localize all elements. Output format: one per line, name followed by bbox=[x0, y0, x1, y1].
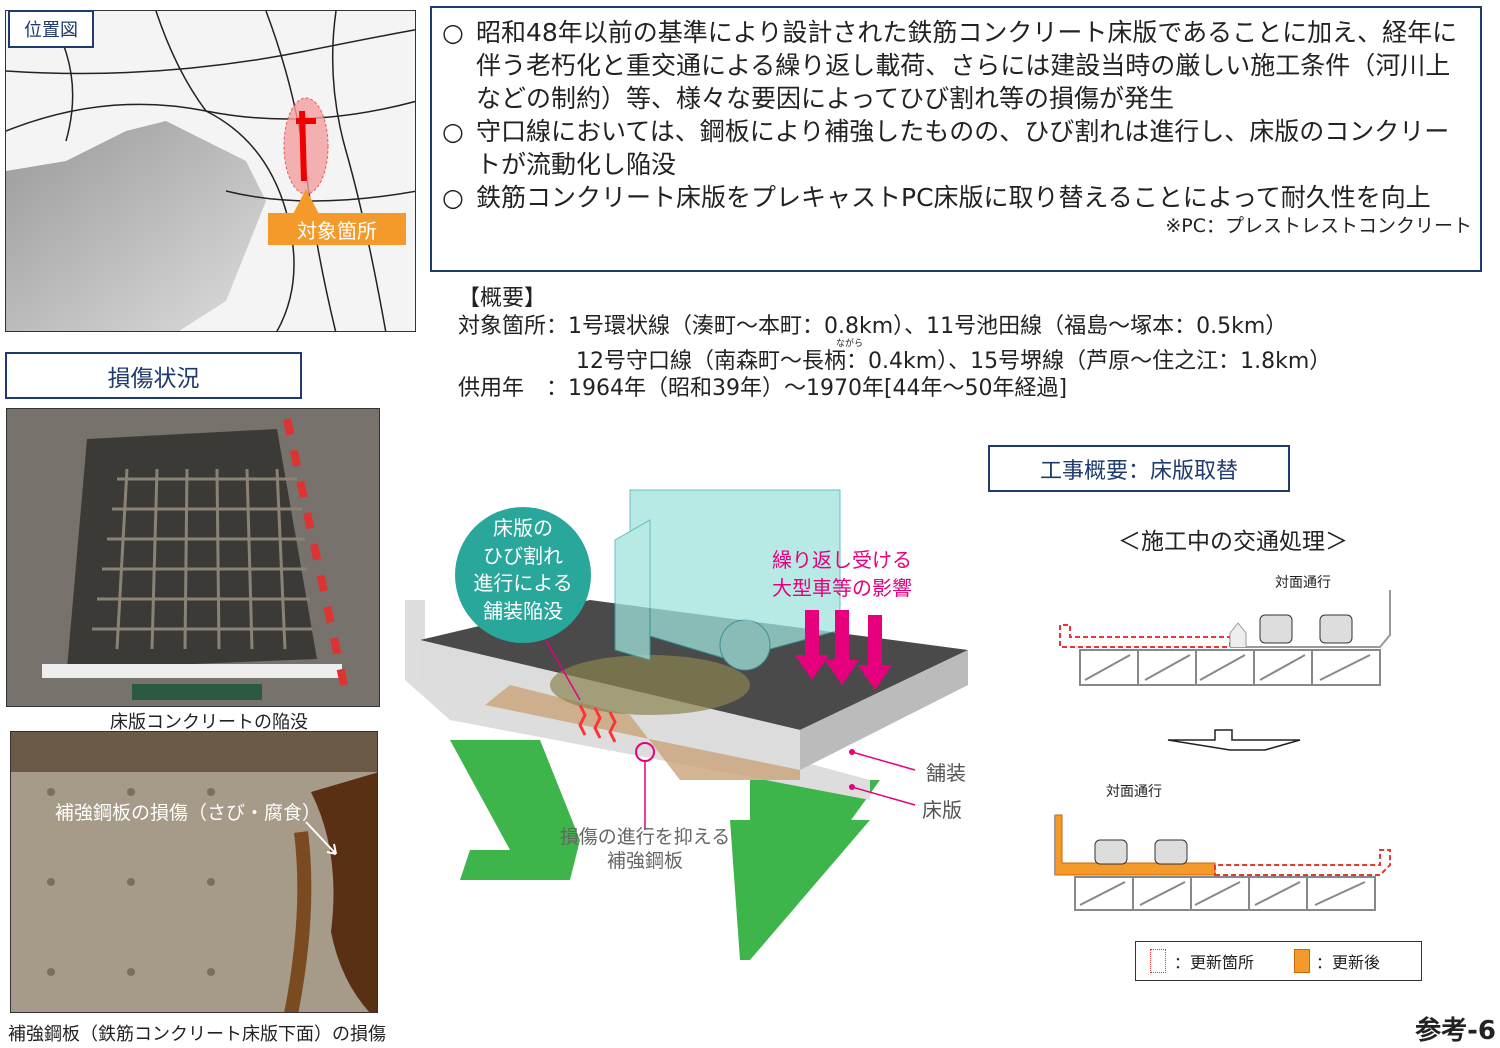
page-label: 参考-6 bbox=[1415, 1016, 1496, 1046]
load-arrows bbox=[795, 610, 892, 690]
traffic-label-before: 対面通行 bbox=[1275, 575, 1331, 591]
truck-illustration bbox=[614, 489, 841, 671]
bullet-mark: ○ bbox=[442, 183, 464, 212]
bullet-text: 鉄筋コンクリート床版をプレキャストPC床版に取り替えることによって耐久性を向上 bbox=[476, 183, 1431, 212]
legend-renew-area-label: ：更新箇所 bbox=[1174, 953, 1255, 972]
pc-note: ※PC：プレストレストコンクリート bbox=[1165, 215, 1472, 237]
slab-label: 床版 bbox=[922, 798, 962, 822]
cross-section-diagram bbox=[1054, 590, 1391, 911]
legend-renewed-label: ：更新後 bbox=[1316, 953, 1381, 972]
girder-right bbox=[730, 780, 880, 960]
legend-renewed-swatch bbox=[1294, 949, 1311, 973]
overview-heading: 【概要】 bbox=[458, 286, 547, 311]
load-label: 繰り返し受ける 大型車等の影響 bbox=[772, 548, 912, 600]
photo1-caption: 床版コンクリートの陥没 bbox=[110, 712, 308, 733]
steel-plate-photo-graphic bbox=[11, 732, 377, 1012]
work-title: 工事概要：床版取替 bbox=[988, 445, 1290, 492]
traffic-label-after: 対面通行 bbox=[1106, 784, 1162, 800]
summary-bullet: ○ 鉄筋コンクリート床版をプレキャストPC床版に取り替えることによって耐久性を向上 bbox=[442, 181, 1472, 214]
after-section bbox=[1054, 814, 1391, 911]
girder-left bbox=[450, 740, 580, 880]
pavement-label: 舗装 bbox=[926, 761, 966, 785]
target-location-label: 対象箇所 bbox=[268, 213, 406, 245]
bullet-mark: ○ bbox=[442, 117, 464, 146]
ruby-text: ながら bbox=[836, 339, 864, 349]
overview-line-wrap: 12号守口線（南森町～長柄：0.4km）、15号堺線（芦原～住之江：1.8km） bbox=[458, 349, 1331, 374]
bullet-mark: ○ bbox=[442, 18, 464, 47]
damage-title: 損傷状況 bbox=[5, 352, 302, 399]
bullet-text: 守口線においては、鋼板により補強したものの、ひび割れは進行し、床版のコンクリート… bbox=[476, 117, 1450, 179]
overview-line: 供用年 ：1964年（昭和39年）～1970年[44年～50年経過] bbox=[458, 376, 1068, 401]
steel-plate-label: 損傷の進行を抑える 補強鋼板 bbox=[559, 826, 731, 872]
legend-renew-area-swatch bbox=[1150, 949, 1166, 973]
collapse-photo bbox=[6, 408, 380, 707]
summary-bullet: ○ 守口線においては、鋼板により補強したものの、ひび割れは進行し、床版のコンクリー… bbox=[442, 115, 1472, 181]
overview-line: 12号守口線（南森町～長柄：0.4km）、15号堺線（芦原～住之江：1.8km） bbox=[576, 349, 1332, 374]
collapse-photo-graphic bbox=[7, 409, 379, 706]
crack-icon bbox=[578, 704, 617, 743]
location-map bbox=[5, 10, 416, 332]
overview-line: 対象箇所：1号環状線（湊町～本町：0.8km）、11号池田線（福島～塚本：0.5… bbox=[458, 314, 1288, 339]
ruby-row: ながら bbox=[458, 339, 1331, 349]
map-graphic bbox=[6, 11, 415, 331]
summary-box: ○ 昭和48年以前の基準により設計された鉄筋コンクリート床版であることに加え、経年… bbox=[430, 6, 1482, 272]
map-label: 位置図 bbox=[8, 10, 94, 48]
overview: 【概要】 対象箇所：1号環状線（湊町～本町：0.8km）、11号池田線（福島～塚… bbox=[458, 284, 1331, 404]
callout-text: 床版の ひび割れ 進行による 舗装陥没 bbox=[473, 516, 573, 623]
photo2-overlay-text: 補強鋼板の損傷（さび・腐食） bbox=[55, 802, 322, 824]
summary-bullet: ○ 昭和48年以前の基準により設計された鉄筋コンクリート床版であることに加え、経年… bbox=[442, 16, 1472, 115]
photo2-caption: 補強鋼板（鉄筋コンクリート床版下面）の損傷 bbox=[8, 1024, 386, 1045]
deck-diagram bbox=[405, 489, 968, 960]
down-arrow-icon bbox=[1167, 729, 1301, 751]
steel-plate-photo: 補強鋼板の損傷（さび・腐食） bbox=[10, 731, 378, 1013]
callout-bubble bbox=[455, 507, 591, 643]
bullet-text: 昭和48年以前の基準により設計された鉄筋コンクリート床版であることに加え、経年に… bbox=[476, 18, 1458, 113]
traffic-subtitle: ＜施工中の交通処理＞ bbox=[1118, 529, 1348, 555]
legend: ：更新箇所 ：更新後 bbox=[1135, 941, 1422, 981]
before-section bbox=[1059, 590, 1391, 686]
